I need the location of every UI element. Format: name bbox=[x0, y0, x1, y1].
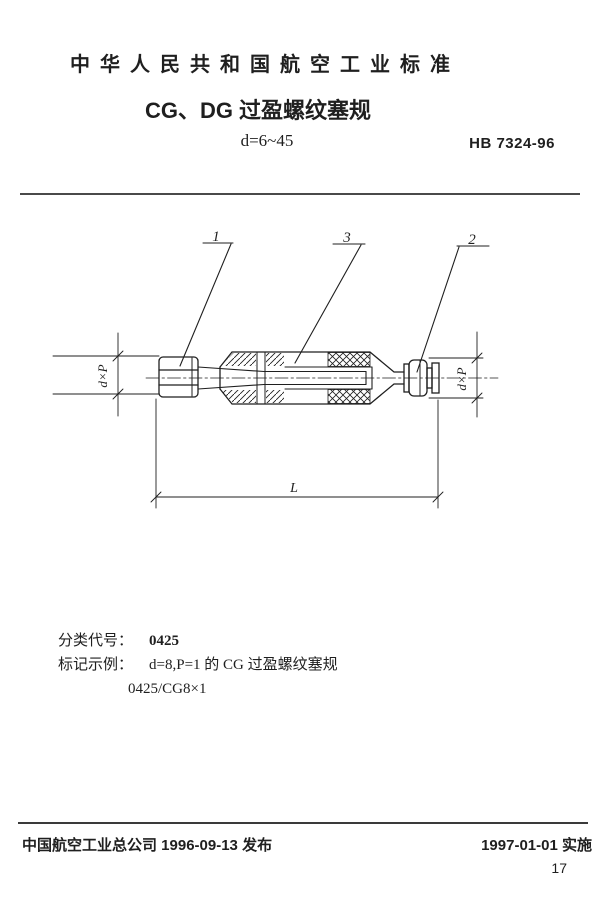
issuing-organization: 中国航空工业总公司 1996-09-13 发布 bbox=[22, 837, 273, 854]
diameter-range: d=6~45 bbox=[240, 131, 294, 150]
section-hatch bbox=[266, 353, 284, 366]
section-hatch bbox=[266, 390, 284, 403]
dimension-left-dxp bbox=[52, 332, 160, 417]
technical-drawing: 1 3 2 d×P d×P L bbox=[0, 220, 600, 530]
dimension-right-dxp bbox=[428, 331, 484, 418]
knurl-pattern bbox=[327, 352, 371, 367]
dim-label-right-dxp: d×P bbox=[454, 367, 469, 390]
leader-lines bbox=[179, 242, 490, 373]
part-3-handle bbox=[219, 351, 405, 405]
standard-name-heading: 中华人民共和国航空工业标准 bbox=[70, 54, 460, 76]
notes-block: 分类代号： 0425 标记示例： d=8,P=1 的 CG 过盈螺纹塞规 0425/… bbox=[58, 629, 338, 701]
designation-row: 0425/CG8×1 bbox=[58, 677, 338, 701]
effective-date: 1997-01-01 实施 bbox=[481, 837, 592, 854]
gauge-drawing-svg: 1 3 2 d×P d×P L bbox=[52, 229, 499, 509]
section-hatch bbox=[221, 353, 256, 366]
marking-example-text: d=8,P=1 的 CG 过盈螺纹塞规 bbox=[149, 657, 338, 673]
classification-row: 分类代号： 0425 bbox=[58, 629, 338, 653]
classification-label: 分类代号： bbox=[58, 633, 134, 649]
page-title: CG、DG 过盈螺纹塞规 bbox=[144, 98, 372, 123]
designation-code: 0425/CG8×1 bbox=[128, 681, 207, 697]
dim-label-L: L bbox=[289, 481, 298, 496]
plug-shaft bbox=[197, 366, 373, 390]
header-divider bbox=[20, 193, 580, 195]
dim-label-left-dxp: d×P bbox=[95, 364, 110, 387]
classification-code: 0425 bbox=[149, 633, 180, 649]
page-number: 17 bbox=[551, 860, 567, 876]
footer-divider bbox=[18, 822, 588, 824]
part-1-hex-plug bbox=[158, 356, 199, 398]
standard-number: HB 7324-96 bbox=[469, 135, 555, 152]
dimension-length-L bbox=[150, 398, 444, 509]
part-label-2: 2 bbox=[468, 232, 476, 248]
marking-example-row: 标记示例： d=8,P=1 的 CG 过盈螺纹塞规 bbox=[58, 653, 338, 677]
part-2-plug bbox=[403, 359, 440, 397]
knurl-pattern bbox=[327, 389, 371, 404]
part-label-3: 3 bbox=[342, 230, 351, 246]
section-hatch bbox=[221, 390, 256, 403]
part-label-1: 1 bbox=[212, 229, 220, 245]
marking-example-label: 标记示例： bbox=[58, 657, 134, 673]
